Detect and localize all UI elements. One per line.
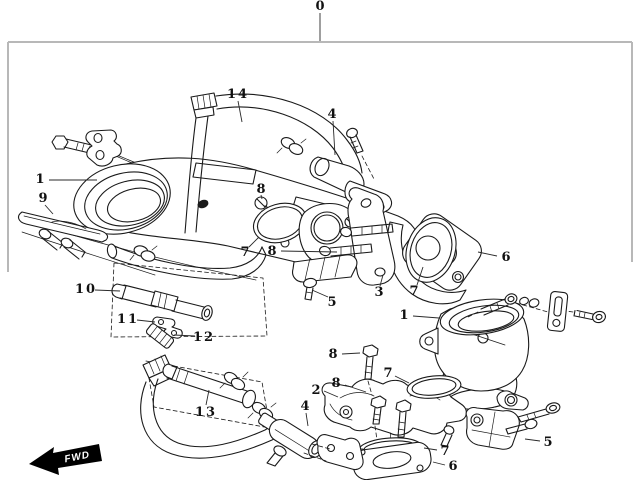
hose-12	[145, 323, 175, 349]
callout-7-c: 7	[383, 366, 392, 381]
stay-bracket-lower	[546, 291, 606, 332]
callout-5-b: 5	[543, 435, 552, 450]
callout-8-d: 8	[331, 376, 340, 391]
callout-4-upper: 4	[327, 107, 336, 122]
callout-2: 2	[311, 383, 320, 398]
group-box-10-11-12	[110, 262, 268, 338]
callouts: 0 14 4 1 9 8 7 8 5 3 7 6 1 10 11 12 13 8…	[35, 0, 552, 474]
bracket-top-left	[85, 129, 122, 167]
callout-11: 11	[117, 312, 139, 327]
diagram-artwork	[17, 92, 606, 480]
callout-4-lower: 4	[300, 399, 309, 414]
callout-12: 12	[193, 330, 215, 345]
callout-8-b: 8	[267, 244, 276, 259]
fwd-label: FWD	[64, 450, 91, 466]
throttle-body-lower	[419, 293, 549, 410]
bolt-8c	[362, 344, 379, 396]
callout-8-c: 8	[328, 347, 337, 362]
cover-5b	[465, 390, 561, 450]
callout-6-a: 6	[501, 250, 510, 265]
callout-6-b: 6	[448, 459, 457, 474]
callout-1-upper: 1	[35, 172, 44, 187]
mid-hose	[106, 243, 267, 280]
fwd-indicator: FWD	[29, 444, 102, 475]
cover-5a	[292, 254, 358, 301]
callout-13: 13	[195, 405, 217, 420]
callout-10: 10	[75, 282, 97, 297]
manifold-2	[321, 375, 467, 436]
callout-7-a: 7	[240, 245, 249, 260]
callout-1-lower: 1	[399, 308, 408, 323]
bolts-8b	[319, 223, 394, 257]
sensor-4-lower	[258, 412, 364, 471]
callout-8-a: 8	[256, 182, 265, 197]
callout-7-b: 7	[409, 284, 418, 299]
callout-0: 0	[315, 0, 324, 14]
pipe-joint-10	[111, 283, 213, 321]
callout-14: 14	[227, 87, 249, 102]
fwd-arrow-icon	[29, 444, 102, 475]
joint-flange-3	[347, 187, 396, 286]
callout-9: 9	[38, 191, 47, 206]
diagram-frame	[7, 41, 633, 272]
callout-3: 3	[374, 285, 383, 300]
callout-5-a: 5	[327, 295, 336, 310]
stay-plate-9	[17, 211, 109, 260]
gasket-7b	[405, 217, 457, 283]
bolts-manifold	[370, 395, 455, 448]
callout-7-d: 7	[440, 444, 449, 459]
joint-bracket-11	[152, 316, 183, 339]
